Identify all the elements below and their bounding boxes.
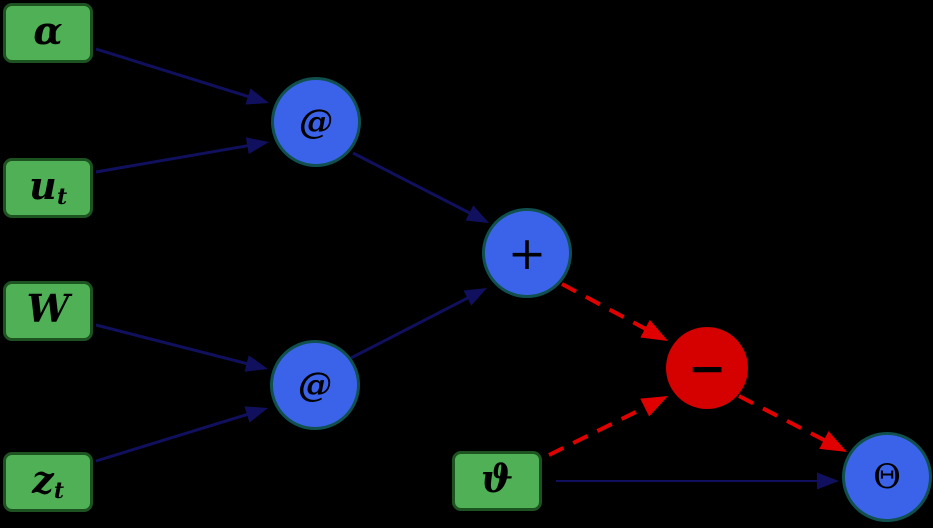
edge-arrowhead xyxy=(245,137,269,155)
edge-line xyxy=(352,151,472,216)
node-alpha-label: α xyxy=(33,8,63,53)
edge-line xyxy=(95,323,249,366)
node-theta[interactable]: Θ xyxy=(842,432,932,522)
node-matmul-top[interactable]: @ xyxy=(271,77,361,167)
node-z-t-base: z xyxy=(32,457,54,502)
edge-line xyxy=(95,143,250,174)
node-alpha[interactable]: α xyxy=(3,3,93,63)
node-vartheta[interactable]: ϑ xyxy=(452,451,542,511)
edge-line xyxy=(548,404,648,457)
node-u-t-label: ut xyxy=(29,167,67,208)
node-vartheta-label: ϑ xyxy=(480,456,514,501)
edge-line xyxy=(95,47,251,99)
node-u-t[interactable]: ut xyxy=(3,158,93,218)
edge-arrowhead xyxy=(244,406,268,423)
node-matmul-top-label: @ xyxy=(299,102,333,142)
node-theta-label: Θ xyxy=(873,457,901,497)
node-subtract[interactable]: − xyxy=(666,327,748,409)
node-w-label: W xyxy=(26,286,70,331)
edge-arrowhead xyxy=(245,88,269,105)
edge-arrowhead xyxy=(244,355,268,372)
node-add-label: + xyxy=(507,226,547,280)
edge-arrowhead xyxy=(640,319,668,341)
edge-line xyxy=(350,295,470,360)
node-w[interactable]: W xyxy=(3,281,93,341)
node-subtract-label: − xyxy=(687,341,727,395)
node-z-t[interactable]: zt xyxy=(3,452,93,512)
edge-line xyxy=(95,412,250,463)
node-u-t-base: u xyxy=(29,163,57,208)
node-matmul-bottom[interactable]: @ xyxy=(270,340,360,430)
edge-arrowhead xyxy=(640,396,668,417)
node-z-t-label: zt xyxy=(32,461,64,502)
edge-line xyxy=(561,282,648,332)
edge-arrowhead xyxy=(465,205,489,223)
edge-arrowhead xyxy=(817,472,839,490)
edge-arrowhead xyxy=(819,431,847,452)
node-u-t-subscript: t xyxy=(56,183,68,210)
edge-line xyxy=(738,394,827,443)
edge-arrowhead xyxy=(463,288,487,306)
node-add[interactable]: + xyxy=(482,208,572,298)
node-z-t-subscript: t xyxy=(53,477,65,504)
node-matmul-bottom-label: @ xyxy=(298,365,332,405)
